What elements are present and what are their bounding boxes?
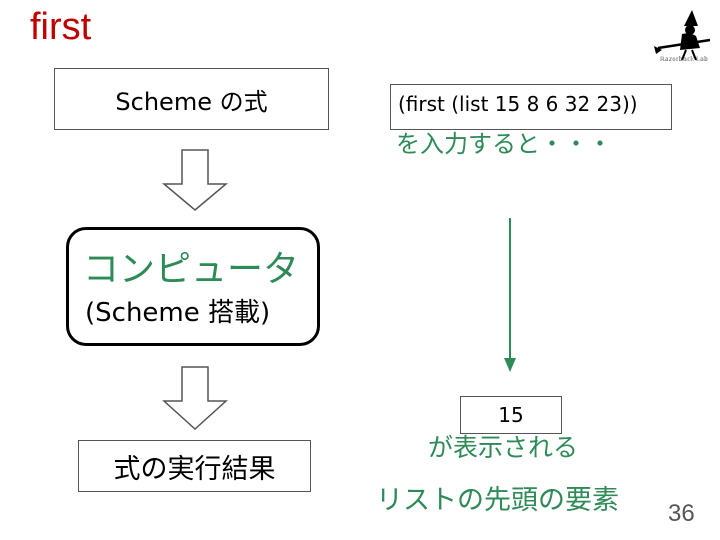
expression-text: (first (list 15 8 6 32 23)) — [398, 92, 638, 116]
footer-note: リストの先頭の要素 — [376, 485, 619, 516]
page-number: 36 — [668, 500, 695, 527]
result-box: 15 — [460, 396, 562, 434]
expression-caption: を入力すると・・・ — [396, 130, 612, 158]
witch-on-broom-icon — [654, 10, 711, 61]
expression-box — [390, 84, 672, 130]
slide-title: first — [30, 6, 92, 48]
scheme-expression-box: Scheme の式 — [54, 68, 329, 130]
result-arrow-icon — [504, 218, 516, 372]
computer-box: コンピュータ (Scheme 搭載) — [66, 227, 320, 346]
down-arrow-icon — [161, 149, 229, 211]
down-arrow-icon — [162, 366, 228, 431]
computer-label: コンピュータ — [83, 249, 300, 290]
computer-sublabel: (Scheme 搭載) — [85, 298, 271, 328]
result-caption: が表示される — [428, 433, 579, 462]
logo-caption: ℝ𝕒𝕫𝕠𝕣𝕓𝕒𝕔𝕜 𝕃𝕒𝕓 — [659, 56, 709, 63]
execution-result-box: 式の実行結果 — [78, 440, 311, 492]
